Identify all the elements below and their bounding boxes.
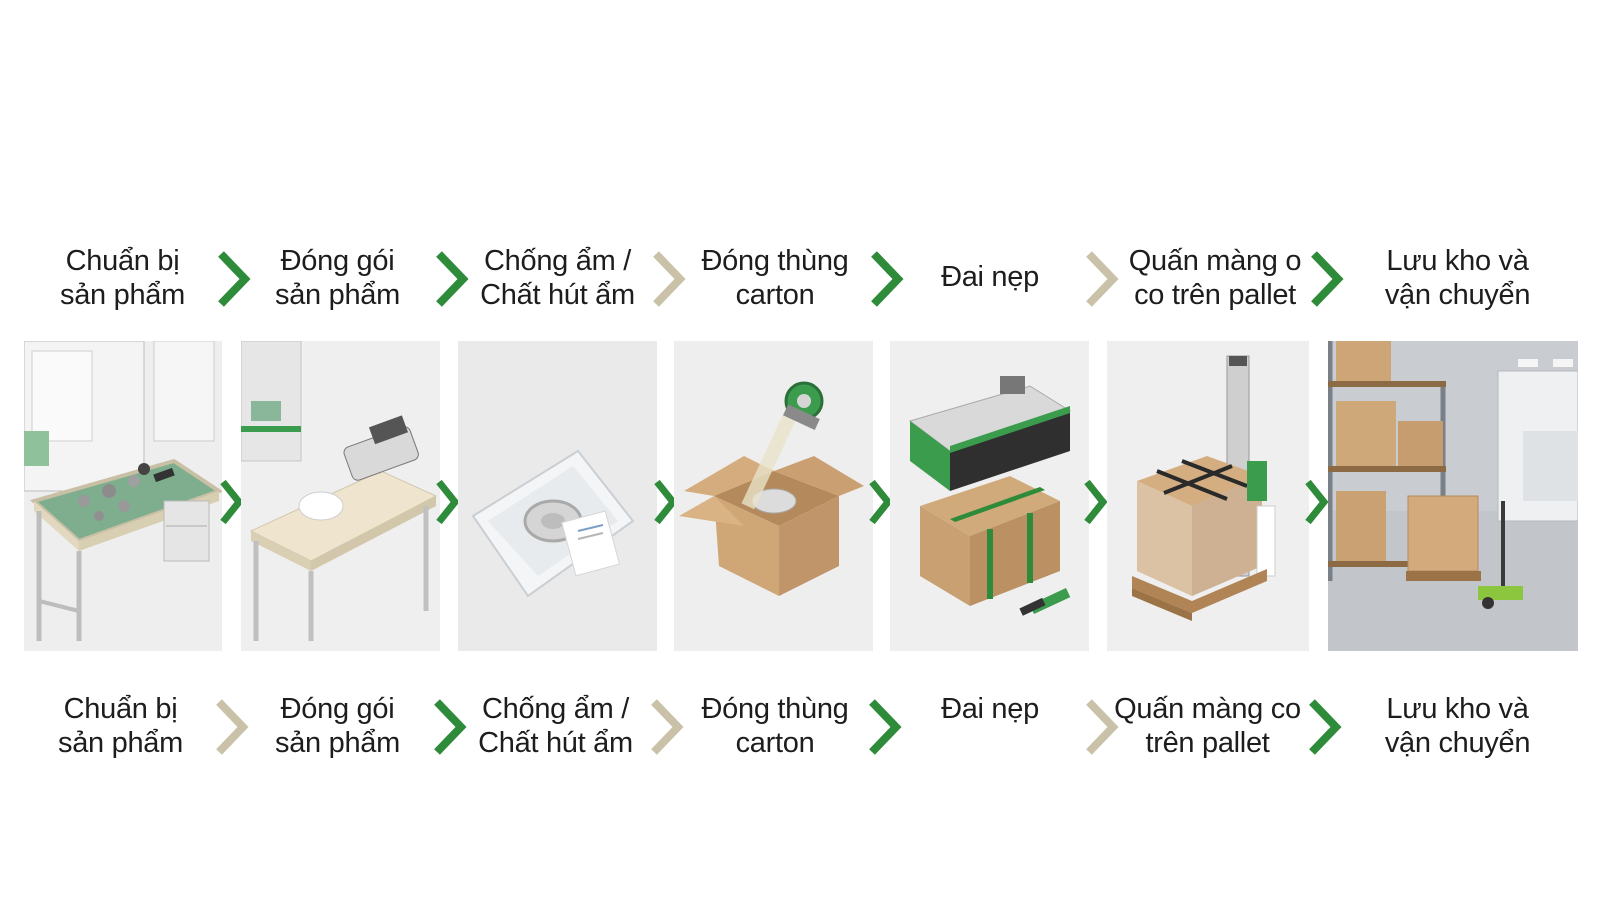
top-step-label-4: Đóng thùng carton <box>690 244 860 312</box>
top-step-label-6-line2: co trên pallet <box>1134 279 1296 311</box>
top-chevron-icon-3 <box>653 251 686 307</box>
top-step-label-2: Đóng gói sản phẩm <box>260 244 415 312</box>
desiccant-bag-illustration <box>458 341 657 651</box>
bottom-step-label-2: Đóng gói sản phẩm <box>260 692 415 760</box>
top-step-label-6-line1: Quấn màng o <box>1128 245 1302 277</box>
middle-chevron-icon-6 <box>1305 479 1329 525</box>
bottom-chevron-icon-6 <box>1309 699 1342 755</box>
bottom-step-label-4-line1: Đóng thùng <box>701 693 849 725</box>
top-chevron-icon-4 <box>871 251 904 307</box>
bottom-chevron-icon-2 <box>434 699 467 755</box>
top-step-label-1-line2: sản phẩm <box>60 279 185 311</box>
bottom-chevron-icon-4 <box>869 699 902 755</box>
bottom-step-label-1: Chuẩn bị sản phẩm <box>43 692 198 760</box>
top-step-label-2-line1: Đóng gói <box>280 245 395 277</box>
top-chevron-icon-5 <box>1086 251 1119 307</box>
top-label-row: Chuẩn bị sản phẩm Đóng gói sản phẩm Chốn… <box>0 0 1600 330</box>
top-step-label-7: Lưu kho và vận chuyển <box>1370 244 1545 312</box>
top-step-label-5: Đai nẹp <box>915 260 1065 294</box>
strapping-machine-illustration <box>890 341 1089 651</box>
top-step-label-3-line2: Chất hút ẩm <box>480 279 635 311</box>
middle-chevron-icon-3 <box>654 479 678 525</box>
bottom-step-label-6: Quấn màng co trên pallet <box>1110 692 1305 760</box>
bottom-step-label-7-line2: vận chuyển <box>1384 727 1531 759</box>
bottom-step-label-4-line2: carton <box>735 727 815 759</box>
warehouse-pallet-jack-illustration <box>1328 341 1578 651</box>
top-step-label-7-line2: vận chuyển <box>1384 279 1531 311</box>
bottom-chevron-icon-3 <box>651 699 684 755</box>
workbench-illustration <box>24 341 222 651</box>
top-step-label-1: Chuẩn bị sản phẩm <box>45 244 200 312</box>
middle-chevron-icon-2 <box>436 479 460 525</box>
bottom-label-row: Chuẩn bị sản phẩm Đóng gói sản phẩm Chốn… <box>0 660 1600 780</box>
top-chevron-icon-2 <box>436 251 469 307</box>
bottom-step-label-3-line2: Chất hút ẩm <box>478 727 633 759</box>
bottom-step-label-3-line1: Chống ẩm / <box>482 693 629 725</box>
top-step-label-4-line1: Đóng thùng <box>701 245 849 277</box>
bottom-step-label-5-line1: Đai nẹp <box>941 693 1039 725</box>
top-chevron-icon-1 <box>218 251 251 307</box>
middle-chevron-icon-5 <box>1084 479 1108 525</box>
bottom-step-label-2-line2: sản phẩm <box>275 727 400 759</box>
top-chevron-icon-6 <box>1311 251 1344 307</box>
middle-chevron-icon-4 <box>869 479 893 525</box>
bottom-chevron-icon-5 <box>1086 699 1119 755</box>
bottom-step-label-1-line2: sản phẩm <box>58 727 183 759</box>
top-step-label-2-line2: sản phẩm <box>275 279 400 311</box>
carton-tape-dispenser-illustration <box>674 341 873 651</box>
bottom-step-label-2-line1: Đóng gói <box>280 693 395 725</box>
bottom-step-label-6-line1: Quấn màng co <box>1114 693 1301 725</box>
bottom-step-label-6-line2: trên pallet <box>1145 727 1270 759</box>
middle-chevron-icon-1 <box>220 479 244 525</box>
pallet-stretch-wrap-illustration <box>1107 341 1309 651</box>
bottom-step-label-7: Lưu kho và vận chuyển <box>1370 692 1545 760</box>
top-step-label-7-line1: Lưu kho và <box>1386 245 1529 277</box>
top-step-label-3-line1: Chống ẩm / <box>484 245 631 277</box>
heat-sealer-table-illustration <box>241 341 440 651</box>
bottom-chevron-icon-1 <box>216 699 249 755</box>
bottom-step-label-4: Đóng thùng carton <box>690 692 860 760</box>
top-step-label-1-line1: Chuẩn bị <box>65 245 180 277</box>
bottom-step-label-1-line1: Chuẩn bị <box>63 693 178 725</box>
bottom-step-label-3: Chống ẩm / Chất hút ẩm <box>468 692 643 760</box>
bottom-step-label-5: Đai nẹp <box>915 692 1065 726</box>
top-step-label-3: Chống ẩm / Chất hút ẩm <box>470 244 645 312</box>
top-step-label-4-line2: carton <box>735 279 815 311</box>
bottom-step-label-7-line1: Lưu kho và <box>1386 693 1529 725</box>
top-step-label-6: Quấn màng o co trên pallet <box>1120 244 1310 312</box>
top-step-label-5-line1: Đai nẹp <box>941 261 1039 293</box>
